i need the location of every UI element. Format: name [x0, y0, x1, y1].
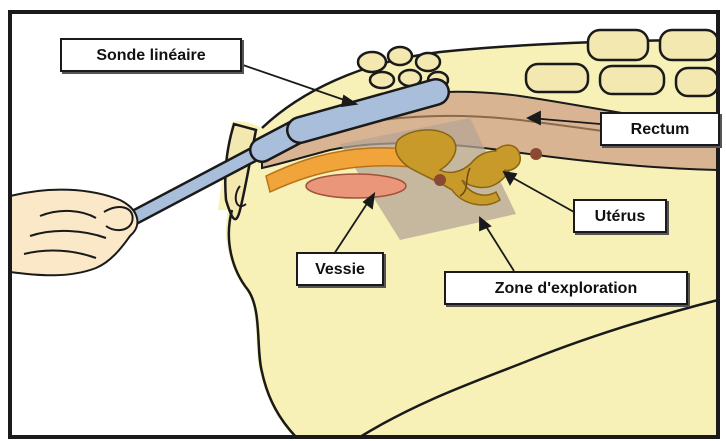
vertebra	[370, 72, 394, 88]
vertebra	[526, 64, 588, 92]
label-linear-probe: Sonde linéaire	[60, 38, 242, 72]
thumb	[104, 207, 133, 230]
vertebra	[358, 52, 386, 72]
ovary	[530, 148, 542, 160]
vertebra	[676, 68, 718, 96]
bladder-shape	[306, 174, 406, 198]
vertebra	[600, 66, 664, 94]
vertebra	[588, 30, 648, 60]
vertebra	[388, 47, 412, 65]
label-uterus: Utérus	[573, 199, 667, 233]
label-rectum: Rectum	[600, 112, 720, 146]
vertebra	[416, 53, 440, 71]
label-exploration-zone: Zone d'exploration	[444, 271, 688, 305]
ovary	[434, 174, 446, 186]
label-bladder: Vessie	[296, 252, 384, 286]
vertebra	[660, 30, 718, 60]
